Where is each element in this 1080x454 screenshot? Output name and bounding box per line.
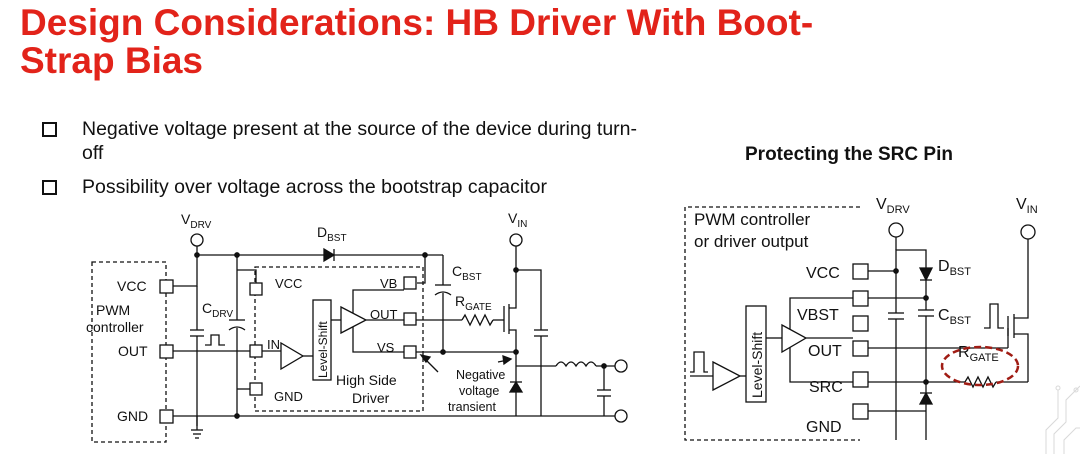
bootstrap-pulse-icon [984, 303, 1004, 329]
input-buffer-icon [280, 341, 305, 371]
pin-gnd-label: GND [806, 419, 842, 436]
pin-out-label: OUT [118, 343, 148, 359]
pin-vcc [159, 279, 174, 294]
vin-label: VIN [1016, 196, 1038, 216]
pin-src-label: SRC [809, 379, 843, 396]
high-side-label-line-2: Driver [352, 390, 390, 406]
neg-transient-line-3: transient [448, 400, 496, 414]
pin-out [159, 344, 174, 359]
dbst-diode-icon [918, 267, 934, 282]
vdrv-terminal-icon [190, 233, 204, 247]
vdrv-terminal-icon [888, 222, 904, 238]
vdrv-label: VDRV [181, 211, 212, 231]
neg-transient-line-1: Negative [456, 368, 505, 382]
bullet-list: Negative voltage present at the source o… [42, 117, 642, 209]
drv-out-label: OUT [370, 307, 398, 322]
vdrv-label: VDRV [876, 196, 910, 216]
pin-vcc-label: VCC [806, 265, 840, 282]
slide-title: Design Considerations: HB Driver With Bo… [20, 4, 1070, 80]
controller-box-line-1: PWM controller [694, 210, 811, 229]
pin-gnd-label: GND [117, 408, 148, 424]
bullet-text: Negative voltage present at the source o… [82, 118, 637, 164]
vin-label: VIN [508, 210, 527, 230]
level-shift-block [745, 305, 767, 403]
cbst-label: CBST [452, 263, 482, 283]
rgate-label: RGATE [455, 293, 492, 313]
bullet-item: Possibility over voltage across the boot… [42, 175, 642, 199]
watermark-decoration [1040, 380, 1080, 454]
vin-terminal-icon [509, 233, 523, 247]
pwm-pulse-icon [205, 334, 225, 346]
drv-gnd-label: GND [274, 389, 303, 404]
high-side-label-line-1: High Side [336, 372, 397, 388]
pin-gnd [159, 409, 174, 424]
rgate-label: RGATE [958, 344, 999, 364]
pin-out-label: OUT [808, 343, 842, 360]
cbst-label: CBST [938, 307, 971, 327]
right-schematic: PWM controller or driver output VCC VBST… [684, 196, 1038, 441]
level-shift-block [312, 299, 332, 381]
side-diagram-title: Protecting the SRC Pin [745, 144, 953, 165]
drv-in-label: IN [267, 337, 280, 352]
output-buffer-icon [781, 323, 808, 354]
rgate-highlight-icon [940, 345, 1020, 387]
dbst-label: DBST [938, 258, 971, 278]
controller-box-line-2: or driver output [694, 232, 809, 251]
drv-vb-label: VB [380, 276, 397, 291]
dbst-diode-icon [323, 247, 336, 263]
dbst-label: DBST [317, 224, 347, 244]
vin-terminal-icon [1020, 224, 1036, 240]
drv-vs-label: VS [377, 340, 395, 355]
level-shift-label: Level-Shift [316, 321, 330, 378]
pwm-pulse-icon [690, 351, 708, 373]
high-side-driver-box [254, 266, 424, 412]
slide-title-line-1: Design Considerations: HB Driver With Bo… [20, 2, 814, 43]
circuit-pattern-icon [1045, 385, 1080, 454]
output-buffer-icon [340, 305, 368, 335]
pin-vbst-label: VBST [797, 307, 839, 324]
checkbox-bullet-icon [42, 180, 57, 195]
drv-vcc-label: VCC [275, 276, 302, 291]
input-buffer-icon [712, 360, 742, 392]
left-schematic: VCC PWM controller OUT GND VDRV DBST CDR… [86, 210, 628, 443]
src-clamp-diode-icon [918, 391, 934, 405]
bullet-text: Possibility over voltage across the boot… [82, 176, 547, 198]
inductor-icon [555, 361, 597, 368]
neg-transient-line-2: voltage [459, 384, 499, 398]
cdrv-label: CDRV [202, 300, 233, 320]
slide-title-line-2: Strap Bias [20, 40, 204, 81]
checkbox-bullet-icon [42, 122, 57, 137]
pin-vcc-label: VCC [117, 278, 147, 294]
pwm-label-line-1: PWM [96, 302, 130, 318]
bullet-item: Negative voltage present at the source o… [42, 117, 642, 165]
level-shift-label: Level-Shift [749, 332, 765, 398]
pwm-label-line-2: controller [86, 319, 144, 335]
